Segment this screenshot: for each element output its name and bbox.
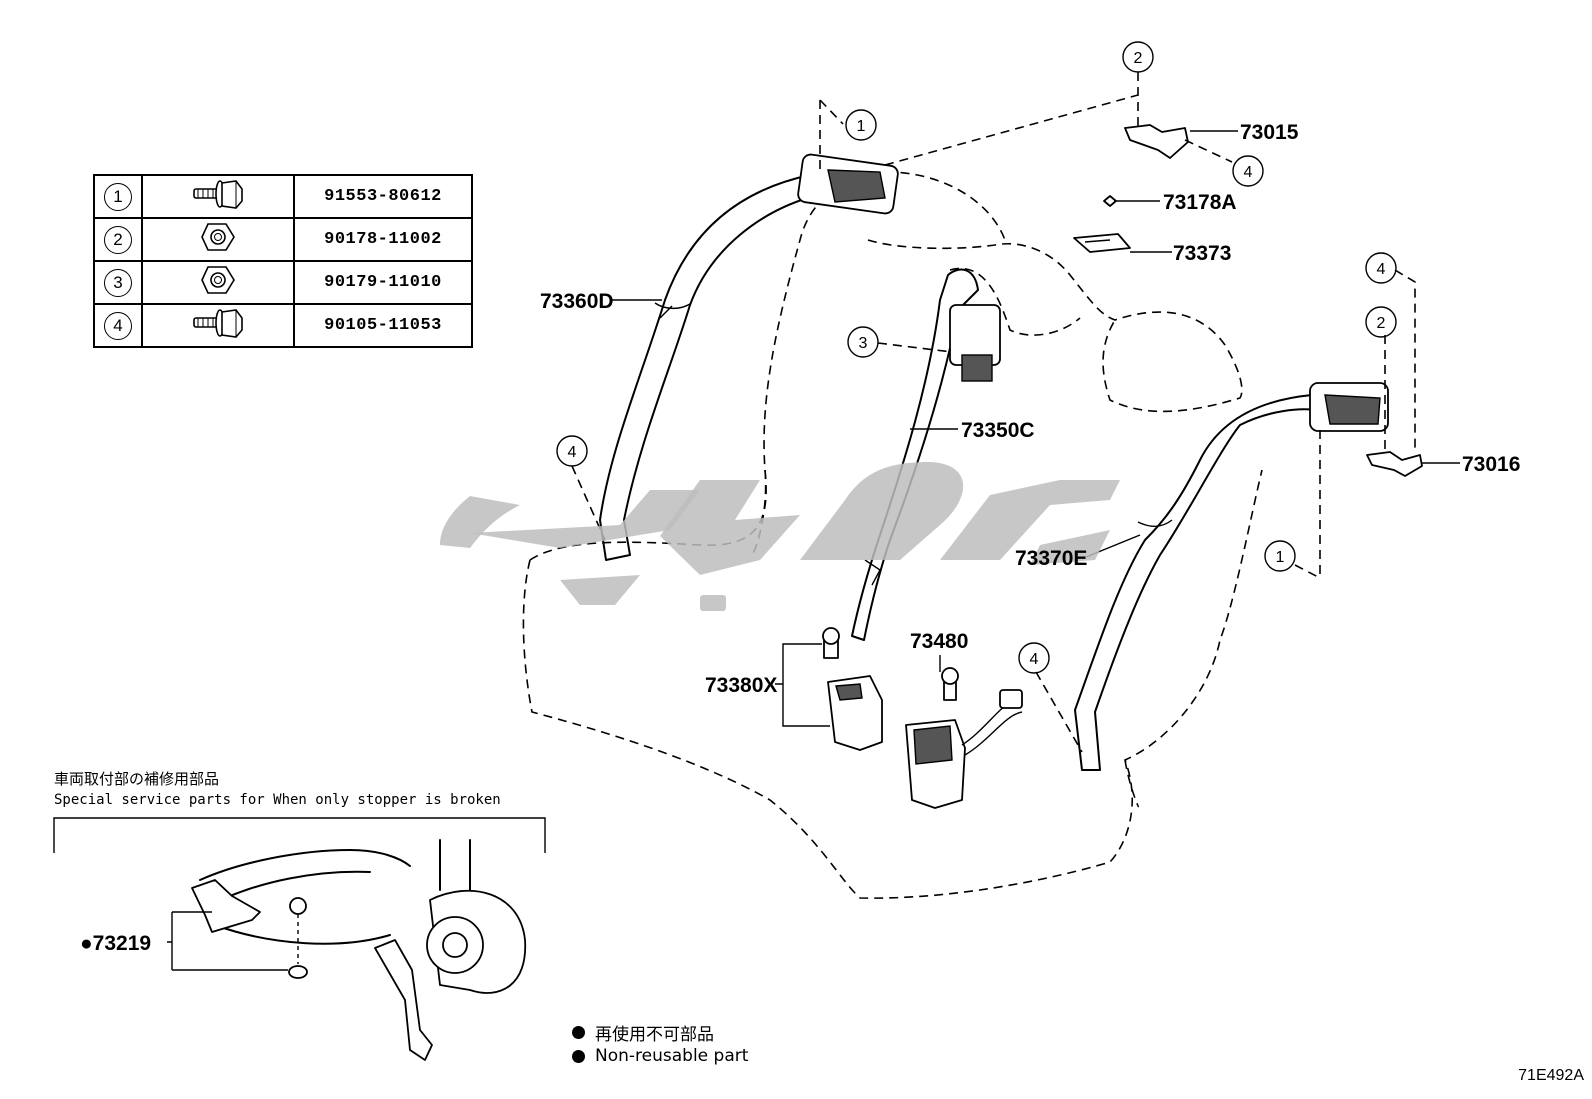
anchor-73016 <box>1366 451 1423 477</box>
special-parts-title-en: Special service parts for When only stop… <box>54 792 501 808</box>
label-73016: 73016 <box>1462 453 1520 476</box>
svg-text:4: 4 <box>1030 651 1039 668</box>
table-row: 1 91553-80612 <box>93 174 473 219</box>
cover-73373 <box>1073 233 1131 253</box>
svg-text:1: 1 <box>857 118 866 135</box>
legend-jp-text: 再使用不可部品 <box>595 1025 714 1045</box>
belt-73360D <box>599 153 899 561</box>
callout-2-right: 2 <box>1365 306 1397 338</box>
callout-1-right: 1 <box>1264 540 1296 572</box>
bullet-icon <box>572 1026 585 1039</box>
fastener-part-number: 90105-11053 <box>293 303 473 348</box>
special-parts-title-jp: 車両取付部の補修用部品 <box>54 770 220 788</box>
table-row: 2 90178-11002 <box>93 217 473 262</box>
callout-4-right: 4 <box>1365 252 1397 284</box>
fastener-number: 2 <box>104 225 132 254</box>
svg-text:4: 4 <box>568 444 577 461</box>
belt-73370E <box>1074 382 1389 771</box>
inset-stopper <box>53 817 546 1061</box>
bolt-washer-icon <box>193 180 243 209</box>
hex-nut-icon <box>201 266 235 294</box>
table-row: 4 90105-11053 <box>93 303 473 348</box>
part-number-labels: 73015 73178A 73373 73360D 73350C 73016 7… <box>80 121 1520 955</box>
label-73380X: 73380X <box>705 674 777 697</box>
fastener-table: 1 91553-80612 2 90178-11002 3 90179-1101… <box>93 174 473 348</box>
label-73480: 73480 <box>910 630 968 653</box>
callout-circles: 1 2 4 3 4 2 4 1 4 <box>556 41 1397 674</box>
fastener-number: 3 <box>104 268 132 297</box>
callout-1-top: 1 <box>845 109 877 141</box>
fastener-part-number: 91553-80612 <box>293 174 473 219</box>
table-row: 3 90179-11010 <box>93 260 473 305</box>
bolt-washer-icon <box>193 309 243 338</box>
svg-text:4: 4 <box>1377 261 1386 278</box>
callout-4-bottom: 4 <box>1018 642 1050 674</box>
svg-text:1: 1 <box>1276 549 1285 566</box>
hex-nut-icon <box>201 223 235 251</box>
label-73360D: 73360D <box>540 290 614 313</box>
fastener-number: 1 <box>104 182 132 211</box>
label-73178A: 73178A <box>1163 191 1237 214</box>
bullet-icon <box>572 1049 585 1063</box>
legend-en: Non-reusable part <box>572 1046 748 1066</box>
legend-jp: 再使用不可部品 <box>572 1020 714 1045</box>
label-73373: 73373 <box>1173 242 1231 265</box>
label-73350C: 73350C <box>961 419 1035 442</box>
label-73219: ●73219 <box>80 932 151 955</box>
callout-4-upper-right: 4 <box>1232 155 1264 187</box>
belt-73350C <box>851 268 1001 641</box>
buckle-73380X <box>822 627 883 751</box>
svg-text:2: 2 <box>1134 50 1143 67</box>
anchor-73015 <box>1124 124 1189 159</box>
fastener-number: 4 <box>104 311 132 340</box>
diagram-code: 71E492A <box>1518 1067 1584 1084</box>
label-73370E: 73370E <box>1015 547 1087 570</box>
legend-en-text: Non-reusable part <box>595 1046 749 1066</box>
callout-3: 3 <box>847 326 879 358</box>
watermark-logo <box>440 462 1120 611</box>
callout-4-left: 4 <box>556 435 588 467</box>
buckle-73480 <box>905 667 1023 809</box>
svg-text:2: 2 <box>1377 315 1386 332</box>
label-73015: 73015 <box>1240 121 1299 144</box>
fastener-part-number: 90178-11002 <box>293 217 473 262</box>
callout-2-top: 2 <box>1122 41 1154 73</box>
fastener-part-number: 90179-11010 <box>293 260 473 305</box>
svg-text:3: 3 <box>859 335 868 352</box>
svg-text:4: 4 <box>1244 164 1253 181</box>
